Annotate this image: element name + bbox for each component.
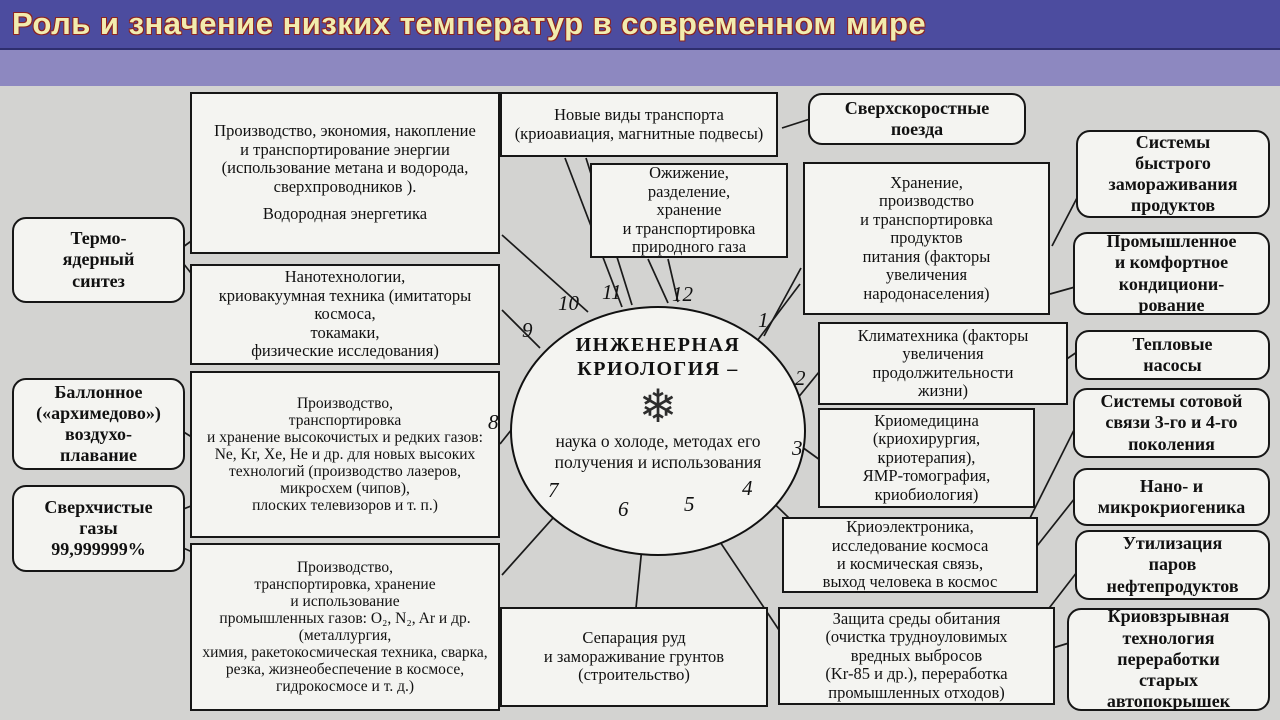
branch-number-6: 6 bbox=[618, 497, 629, 521]
header-band bbox=[0, 50, 1280, 86]
node-tire-recycling: Криовзрывная технология переработки стар… bbox=[1067, 606, 1270, 711]
branch-number-5: 5 bbox=[684, 492, 695, 516]
title-bar: Роль и значение низких температур в совр… bbox=[0, 0, 1280, 50]
node-environment-protection: Защита среды обитания (очистка трудноуло… bbox=[778, 607, 1055, 705]
node-fast-freezing: Системы быстрого замораживания продуктов bbox=[1076, 130, 1270, 218]
branch-number-4: 4 bbox=[742, 476, 753, 500]
node-nano-cryogenics: Нано- и микрокриогеника bbox=[1073, 468, 1270, 526]
page-title: Роль и значение низких температур в совр… bbox=[12, 6, 927, 41]
snowflake-icon: ❄ bbox=[638, 381, 678, 433]
node-energy-sub: Водородная энергетика bbox=[262, 204, 428, 224]
node-cellular-networks: Системы сотовой связи 3-го и 4-го поколе… bbox=[1073, 388, 1270, 458]
branch-number-12: 12 bbox=[672, 282, 693, 306]
node-new-transport: Новые виды транспорта (криоавиация, магн… bbox=[500, 92, 778, 157]
node-industrial-gases: Производство, транспортировка, хранение … bbox=[190, 543, 500, 711]
node-thermonuclear: Термо- ядерный синтез bbox=[12, 217, 185, 303]
branch-number-1: 1 bbox=[758, 308, 769, 332]
node-cryoelectronics: Криоэлектроника, исследование космоса и … bbox=[782, 517, 1038, 593]
branch-number-3: 3 bbox=[792, 436, 803, 460]
branch-number-10: 10 bbox=[558, 291, 579, 315]
branch-number-2: 2 bbox=[795, 366, 806, 390]
node-superfast-trains: Сверхскоростные поезда bbox=[808, 93, 1026, 145]
node-energy-text: Производство, экономия, накопление и тра… bbox=[214, 121, 476, 196]
node-cryomedicine: Криомедицина (криохирургия, криотерапия)… bbox=[818, 408, 1035, 508]
branch-number-9: 9 bbox=[522, 318, 533, 342]
central-node-heading: ИНЖЕНЕРНАЯ КРИОЛОГИЯ – bbox=[575, 334, 741, 380]
node-balloon-flight: Баллонное («архимедово») воздухо- плаван… bbox=[12, 378, 185, 470]
node-heat-pumps: Тепловые насосы bbox=[1075, 330, 1270, 380]
node-climate-tech: Климатехника (факторы увеличения продолж… bbox=[818, 322, 1068, 405]
central-node: ИНЖЕНЕРНАЯ КРИОЛОГИЯ – ❄ наука о холоде,… bbox=[510, 306, 806, 556]
node-nanotech: Нанотехнологии, криовакуумная техника (и… bbox=[190, 264, 500, 365]
node-oil-vapor-utilization: Утилизация паров нефтепродуктов bbox=[1075, 530, 1270, 600]
node-air-conditioning: Промышленное и комфортное кондициони- ро… bbox=[1073, 231, 1270, 315]
node-food-products: Хранение, производство и транспортировка… bbox=[803, 162, 1050, 315]
node-ultrapure-gases: Сверхчистые газы 99,999999% bbox=[12, 485, 185, 572]
branch-number-7: 7 bbox=[548, 478, 559, 502]
branch-number-11: 11 bbox=[602, 280, 622, 304]
node-energy: Производство, экономия, накопление и тра… bbox=[190, 92, 500, 254]
node-ore-separation: Сепарация руд и замораживание грунтов (с… bbox=[500, 607, 768, 707]
node-gas-liquefaction: Ожижение, разделение, хранение и транспо… bbox=[590, 163, 788, 258]
node-high-purity-gases: Производство, транспортировка и хранение… bbox=[190, 371, 500, 538]
branch-number-8: 8 bbox=[488, 410, 499, 434]
central-node-description: наука о холоде, методах его получения и … bbox=[554, 431, 762, 472]
